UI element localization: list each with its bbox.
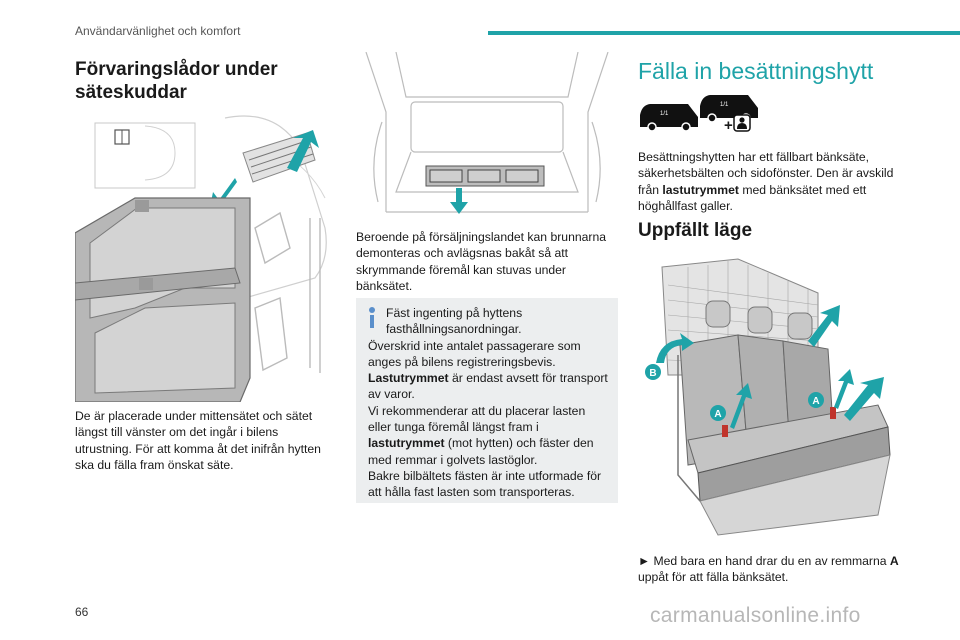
folding-bench-seat-illustration: B A A bbox=[638, 255, 900, 537]
heading-crew-cab: Fälla in besättningshytt bbox=[638, 58, 874, 84]
running-title: Användarvänlighet och komfort bbox=[75, 24, 241, 38]
header-rule bbox=[488, 31, 960, 35]
info-notice-box: Fäst ingenting på hyttens fasthållningsa… bbox=[356, 298, 618, 503]
watermark: carmanualsonline.info bbox=[650, 604, 861, 627]
info-icon bbox=[368, 307, 376, 329]
van-side-icon: 1/1 bbox=[640, 104, 698, 132]
info-line-1: Fäst ingenting på hyttens fasthållningsa… bbox=[386, 306, 523, 337]
crew-cab-paragraph: Besättningshytten har ett fällbart bänks… bbox=[638, 150, 894, 213]
callout-b: B bbox=[649, 368, 656, 379]
info-line-3: Lastutrymmet är endast avsett för transp… bbox=[368, 371, 608, 402]
instruction-fold-bench: ► Med bara en hand drar du en av remmarn… bbox=[638, 554, 899, 585]
page-number: 66 bbox=[75, 605, 89, 619]
plus-sign: + bbox=[724, 117, 733, 134]
svg-text:1/1: 1/1 bbox=[660, 111, 669, 117]
storage-boxes-paragraph: De är placerade under mittensätet och sä… bbox=[75, 409, 321, 472]
info-line-5: Bakre bilbältets fästen är inte utformad… bbox=[368, 468, 602, 500]
bins-removal-paragraph: Beroende på försäljningslandet kan brunn… bbox=[356, 230, 607, 293]
callout-a-right: A bbox=[812, 396, 819, 407]
info-line-2: Överskrid inte antalet passagerare som a… bbox=[368, 338, 581, 369]
under-seat-storage-illustration bbox=[75, 108, 337, 402]
van-icons-group: 1/1 1/1 + bbox=[638, 93, 758, 137]
heading-folded-up-position: Uppfällt läge bbox=[638, 220, 753, 241]
callout-a-left: A bbox=[714, 409, 721, 420]
load-compartment-removable-bins-illustration bbox=[356, 52, 618, 224]
heading-storage-boxes: Förvaringslådor under säteskuddar bbox=[75, 59, 278, 103]
info-line-4: Vi rekommenderar att du placerar lasten … bbox=[368, 403, 594, 467]
passenger-seat-icon bbox=[733, 114, 751, 132]
svg-text:1/1: 1/1 bbox=[720, 102, 729, 108]
